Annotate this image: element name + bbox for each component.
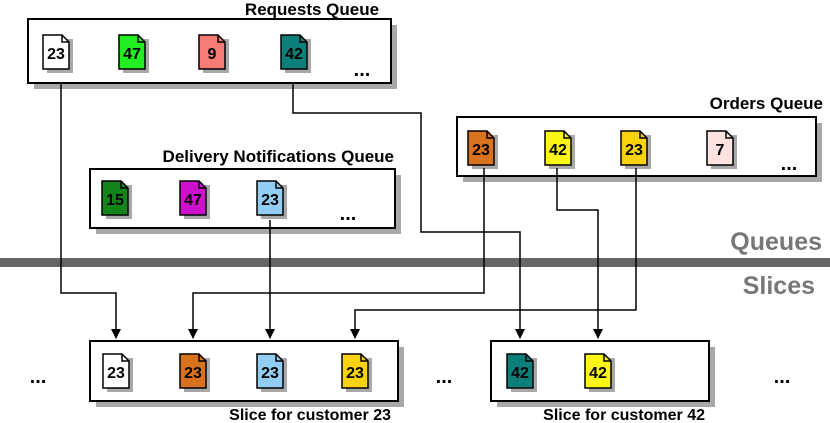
message-icon: 15	[101, 180, 132, 219]
message-doc	[179, 180, 207, 216]
arrow-order-23-to-slice-23	[188, 168, 485, 339]
message-label: 42	[511, 365, 529, 382]
arrow-request-23-to-slice-23	[60, 82, 121, 339]
message-label: 23	[346, 365, 364, 382]
queues-section-label: Queues	[730, 228, 822, 256]
ellipsis-text: ...	[436, 366, 453, 388]
message-label: 42	[285, 46, 303, 63]
message-icon: 42	[280, 34, 311, 73]
message-icon: 23	[179, 353, 210, 392]
slice-customer-42: Slice for customer 42 42 42	[490, 340, 715, 423]
requests-queue: Requests Queue 23 47 9 42 ...	[27, 0, 397, 89]
arrow-order-42-to-slice-42	[556, 168, 603, 339]
message-doc	[280, 34, 308, 70]
message-icon: 23	[256, 180, 287, 219]
message-icon: 42	[584, 353, 615, 392]
message-label: 23	[261, 365, 279, 382]
message-icon: 23	[42, 34, 73, 73]
slice-42-title: Slice for customer 42	[543, 407, 705, 423]
ellipsis-text: ...	[30, 366, 47, 388]
ellipsis-text: ...	[340, 203, 357, 225]
message-label: 42	[549, 142, 567, 159]
message-label: 42	[589, 365, 607, 382]
ellipsis-text: ...	[781, 153, 798, 175]
message-doc	[584, 353, 612, 389]
slice-23-title: Slice for customer 23	[229, 407, 391, 423]
message-icon: 23	[341, 353, 372, 392]
message-label: 23	[184, 365, 202, 382]
message-label: 9	[208, 46, 217, 63]
message-doc	[544, 130, 572, 166]
orders-queue: Orders Queue 23 42 23 7 ...	[456, 94, 823, 182]
message-label: 23	[107, 365, 125, 382]
message-icon: 42	[506, 353, 537, 392]
message-label: 23	[261, 192, 279, 209]
message-icon: 9	[198, 34, 229, 73]
message-doc	[620, 130, 648, 166]
message-icon: 47	[118, 34, 149, 73]
message-icon: 23	[102, 353, 133, 392]
message-doc	[706, 130, 734, 166]
message-icon: 42	[544, 130, 575, 169]
message-icon: 47	[179, 180, 210, 219]
arrow-order-23b-to-slice-23	[350, 168, 637, 339]
message-doc	[256, 353, 284, 389]
message-icon: 23	[620, 130, 651, 169]
message-label: 23	[47, 46, 65, 63]
orders-queue-title: Orders Queue	[710, 94, 823, 113]
divider-bar	[0, 258, 830, 267]
routing-arrows	[60, 82, 637, 339]
message-doc	[256, 180, 284, 216]
message-icon: 7	[706, 130, 737, 169]
message-doc	[42, 34, 70, 70]
slice-customer-23: Slice for customer 23 23 23 23 23	[89, 340, 404, 423]
message-doc	[198, 34, 226, 70]
message-label: 15	[106, 192, 124, 209]
message-label: 47	[184, 192, 202, 209]
slices-section-label: Slices	[743, 272, 815, 300]
ellipsis-text: ...	[354, 59, 371, 81]
message-doc	[118, 34, 146, 70]
message-doc	[341, 353, 369, 389]
delivery-queue-title: Delivery Notifications Queue	[163, 147, 394, 166]
message-doc	[101, 180, 129, 216]
message-label: 23	[472, 142, 490, 159]
message-doc	[506, 353, 534, 389]
message-label: 7	[716, 142, 725, 159]
delivery-notifications-queue: Delivery Notifications Queue 15 47 23 ..…	[89, 147, 401, 234]
requests-queue-title: Requests Queue	[245, 0, 379, 19]
ellipsis-text: ...	[774, 366, 791, 388]
message-icon: 23	[467, 130, 498, 169]
message-label: 47	[123, 46, 141, 63]
message-doc	[467, 130, 495, 166]
message-label: 23	[625, 142, 643, 159]
message-icon: 23	[256, 353, 287, 392]
arrow-request-42-to-slice-42	[292, 82, 525, 339]
message-doc	[179, 353, 207, 389]
message-doc	[102, 353, 130, 389]
delivery-queue-box	[89, 168, 396, 229]
